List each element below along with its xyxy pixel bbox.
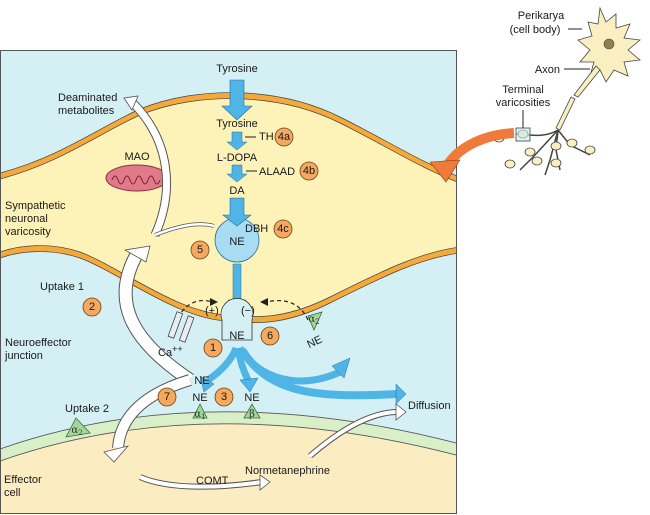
dbh-label: DBH: [245, 223, 268, 235]
alaad-label: ALAAD: [259, 166, 295, 178]
svg-text:4b: 4b: [303, 165, 315, 177]
uptake2-label: Uptake 2: [65, 403, 109, 415]
l-dopa-label: L-DOPA: [217, 152, 258, 164]
ne-vesicle-label: NE: [229, 236, 244, 248]
cell-label: cell: [4, 487, 21, 499]
badge-2: 2: [82, 297, 102, 317]
badge-7: 7: [157, 387, 177, 407]
comt-label: COMT: [196, 475, 229, 487]
th-step-arrow: [226, 131, 248, 151]
uptake1-label: Uptake 1: [40, 281, 84, 293]
badge-4c: 4c: [273, 219, 293, 239]
svg-text:4c: 4c: [277, 223, 289, 235]
sympathetic-label: Sympathetic: [5, 200, 66, 212]
axon-label: Axon: [535, 64, 560, 76]
diffusion-arrow: [238, 347, 399, 400]
terminal-highlight-box: [515, 127, 531, 142]
alpha2-effector-receptor: [65, 417, 91, 438]
ca-feedback-arrow: [177, 299, 213, 319]
svg-text:3: 3: [221, 391, 227, 403]
ne-beta-label: NE: [244, 392, 259, 404]
minus-label: (−): [241, 305, 255, 317]
ne-to-alpha1-arrow: [206, 346, 240, 383]
ne-release-label: NE: [229, 330, 244, 342]
beta-receptor: [243, 403, 261, 419]
beta-label: β: [249, 409, 255, 420]
badge-5: 5: [190, 240, 210, 260]
metabolites-label: metabolites: [58, 105, 115, 117]
badge-1: 1: [203, 338, 223, 358]
nucleus-icon: [603, 38, 615, 50]
badge-4a: 4a: [274, 127, 294, 147]
alpha2-presynaptic-receptor: [307, 311, 323, 331]
plus-label: (+): [205, 305, 219, 317]
ca-label: Ca++: [158, 344, 183, 359]
diffusion-label: Diffusion: [408, 400, 451, 412]
svg-text:4a: 4a: [278, 131, 291, 143]
alaad-step-arrow: [226, 164, 248, 183]
neuron-inset: [429, 6, 641, 183]
dbh-step-arrow: [222, 197, 252, 227]
svg-text:1: 1: [210, 342, 216, 354]
alpha2-feedback-arrow: [265, 299, 309, 321]
tyrosine-outside-label: Tyrosine: [216, 63, 258, 75]
neuronal-varicosity: [1, 95, 456, 320]
svg-text:2: 2: [89, 301, 95, 313]
normetanephrine-label: Normetanephrine: [245, 465, 330, 477]
svg-text:5: 5: [197, 244, 203, 256]
terminal-label: Terminal: [502, 84, 544, 96]
alpha2-pre-label: α2: [308, 314, 319, 326]
varicosities-label: varicosities: [496, 97, 551, 109]
synapse-panel: [1, 51, 456, 513]
effector-membrane: [1, 411, 456, 461]
deaminated-label: Deaminated: [58, 92, 117, 104]
badge-3: 3: [214, 387, 234, 407]
badge-4b: 4b: [299, 161, 319, 181]
exocytosis-vesicle: [220, 298, 254, 341]
mao-label: MAO: [124, 151, 150, 163]
svg-text:6: 6: [267, 330, 273, 342]
badge-6: 6: [260, 326, 280, 346]
axon: [573, 65, 601, 98]
neuroeffector-label: Neuroeffector: [5, 337, 72, 349]
effector-label: Effector: [4, 474, 42, 486]
ne-alpha1-label: NE: [192, 392, 207, 404]
alpha2-eff-label: α2: [71, 425, 82, 437]
tyrosine-transport-arrow: [221, 79, 253, 121]
ne-alpha2-label: NE: [305, 334, 324, 351]
th-label: TH: [259, 131, 274, 143]
svg-text:7: 7: [164, 391, 170, 403]
cell-body-label: (cell body): [510, 24, 561, 36]
junction-label: junction: [4, 350, 43, 362]
alpha1-label: α1: [194, 409, 205, 421]
calcium-channel-icon: [167, 311, 195, 343]
tyrosine-inside-label: Tyrosine: [216, 118, 258, 130]
varicosity-label: varicosity: [5, 226, 51, 238]
panel-border: [0, 50, 457, 514]
da-label: DA: [229, 185, 245, 197]
ne-cleft-label: NE: [194, 375, 209, 387]
neuronal-label: neuronal: [5, 213, 48, 225]
alpha1-receptor: [192, 403, 208, 419]
perikarya-label: Perikarya: [518, 10, 565, 22]
